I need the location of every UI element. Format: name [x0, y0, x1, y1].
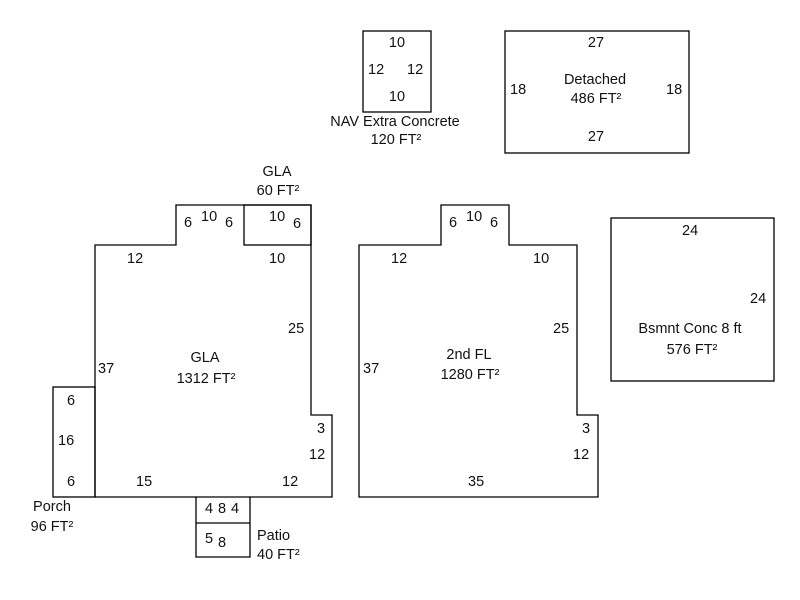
gla-small-area: 60 FT²: [256, 183, 300, 199]
porch-name: Porch: [33, 499, 71, 515]
detached-dim-right: 18: [666, 82, 683, 98]
nav-dim-bottom: 10: [388, 89, 406, 105]
patio-name: Patio: [257, 528, 291, 544]
gla-dim-bump-top: 10: [201, 209, 218, 225]
second-dim-bottom: 35: [468, 474, 485, 490]
nav-extra-concrete-outline[interactable]: [362, 30, 432, 113]
gla-area: 1312 FT²: [176, 371, 236, 387]
second-dim-bump-left: 6: [449, 215, 458, 231]
porch-dim-top: 6: [67, 393, 76, 409]
nav-area: 120 FT²: [370, 132, 422, 148]
second-name: 2nd FL: [446, 347, 492, 363]
detached-name: Detached: [563, 72, 627, 88]
porch-dim-bottom: 6: [67, 474, 76, 490]
second-floor-outline[interactable]: [358, 204, 599, 498]
gla-dim-right-lower: 12: [309, 447, 326, 463]
porch-dim-side: 16: [58, 433, 75, 449]
second-dim-bump-top: 10: [466, 209, 483, 225]
detached-outline[interactable]: [504, 30, 690, 154]
nav-dim-right: 12: [407, 62, 424, 78]
gla-dim-bottom-left: 15: [136, 474, 153, 490]
gla-dim-notch: 3: [317, 421, 326, 437]
gla-dim-left: 37: [98, 361, 115, 377]
porch-area: 96 FT²: [30, 519, 74, 535]
gla-small-dim-top: 10: [269, 209, 286, 225]
second-dim-notch: 3: [582, 421, 591, 437]
basement-name: Bsmnt Conc 8 ft: [638, 321, 742, 337]
patio-dim-lower-mid: 8: [218, 535, 227, 551]
patio-area: 40 FT²: [257, 547, 300, 563]
second-dim-bump-right: 6: [490, 215, 499, 231]
gla-dim-bump-left: 6: [184, 215, 193, 231]
basement-dim-right: 24: [750, 291, 767, 307]
second-dim-top-left: 12: [391, 251, 408, 267]
basement-area: 576 FT²: [666, 342, 718, 358]
second-dim-right-upper: 25: [553, 321, 570, 337]
porch-outline[interactable]: [52, 386, 96, 498]
second-dim-left: 37: [363, 361, 380, 377]
patio-dim-lower-left: 5: [205, 531, 214, 547]
second-dim-right-lower: 12: [573, 447, 590, 463]
detached-dim-top: 27: [587, 35, 605, 51]
patio-dim-upper-left: 4: [205, 501, 214, 517]
detached-area: 486 FT²: [570, 91, 622, 107]
patio-dim-upper-mid: 8: [218, 501, 227, 517]
basement-outline[interactable]: [610, 217, 775, 382]
nav-dim-left: 12: [368, 62, 385, 78]
gla-name: GLA: [190, 350, 220, 366]
gla-small-name: GLA: [262, 164, 292, 180]
nav-dim-top: 10: [388, 35, 406, 51]
gla-small-outline[interactable]: [243, 204, 312, 246]
nav-name: NAV Extra Concrete: [330, 114, 460, 130]
basement-dim-top: 24: [682, 223, 699, 239]
gla-dim-bump-right: 6: [225, 215, 234, 231]
second-area: 1280 FT²: [440, 367, 500, 383]
detached-dim-left: 18: [510, 82, 527, 98]
gla-dim-bottom-right: 12: [282, 474, 299, 490]
gla-dim-top-right: 10: [269, 251, 286, 267]
detached-dim-bottom: 27: [587, 129, 605, 145]
gla-dim-top-left: 12: [127, 251, 144, 267]
gla-dim-right-upper: 25: [288, 321, 305, 337]
patio-dim-upper-right: 4: [231, 501, 240, 517]
gla-small-dim-right: 6: [293, 216, 302, 232]
second-dim-top-right: 10: [533, 251, 550, 267]
